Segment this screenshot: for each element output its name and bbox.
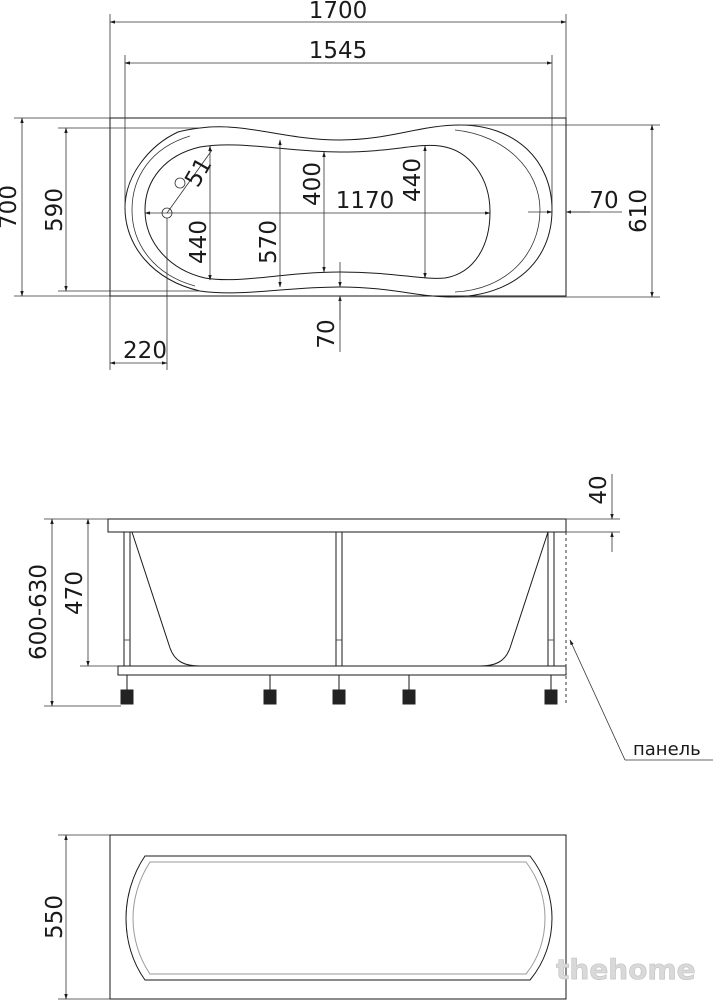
tub-bowl-side — [131, 531, 549, 667]
tub-frame-base — [117, 665, 567, 676]
dim-1545: 1545 — [309, 38, 368, 64]
frame-leg — [335, 531, 343, 667]
radius-leader — [166, 149, 213, 214]
panel-label: панель — [633, 739, 701, 760]
dim-470: 470 — [62, 571, 88, 615]
front-panel-relief-inner — [132, 861, 546, 975]
frame-leg — [123, 531, 131, 667]
dim-1170: 1170 — [336, 188, 395, 214]
adjustable-foot — [332, 675, 346, 705]
adjustable-foot — [544, 675, 558, 705]
dim-590: 590 — [42, 188, 68, 232]
dim-600-630: 600-630 — [26, 564, 52, 660]
overflow-hole — [174, 177, 186, 189]
dim-610: 610 — [626, 189, 652, 233]
dim-40: 40 — [586, 475, 612, 504]
front-panel-outline — [109, 834, 567, 1000]
tub-headrest-right — [454, 129, 541, 293]
frame-leg — [547, 531, 555, 667]
top-view: 1700 1545 700 590 610 70 51 1170 40 — [0, 0, 660, 370]
tub-rim-side — [107, 518, 567, 533]
adjustable-foot — [402, 675, 416, 705]
tub-rim-outline — [109, 117, 567, 297]
dim-220: 220 — [123, 338, 167, 364]
dim-70-right: 70 — [589, 188, 618, 214]
dim-700: 700 — [0, 185, 22, 229]
dim-400: 400 — [300, 162, 326, 206]
adjustable-foot — [120, 675, 134, 705]
panel-view: 550 thehome — [42, 834, 696, 1000]
dim-440-left: 440 — [186, 220, 212, 264]
dim-550: 550 — [42, 895, 68, 939]
front-panel-relief — [125, 855, 553, 981]
watermark: thehome — [556, 953, 696, 986]
dim-570: 570 — [256, 220, 282, 264]
dim-440-right: 440 — [400, 158, 426, 202]
panel-leader-line — [569, 639, 626, 761]
side-view: 40 600-630 470 панель — [26, 474, 713, 761]
adjustable-foot — [263, 675, 277, 705]
tub-inner-basin — [144, 144, 491, 281]
dim-1700: 1700 — [309, 0, 368, 24]
tub-outer-basin — [124, 124, 553, 298]
tub-headrest-left — [131, 135, 196, 287]
dim-70-bottom: 70 — [314, 319, 340, 348]
